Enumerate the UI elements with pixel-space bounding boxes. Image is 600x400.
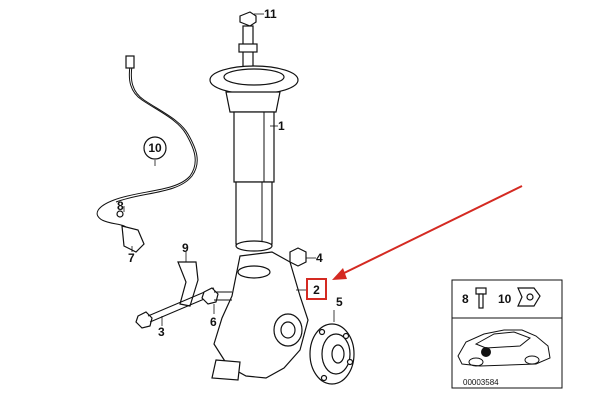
- top-nut: [239, 11, 257, 27]
- rod-collar: [238, 43, 258, 53]
- sensor-cable: [96, 65, 196, 233]
- screw-icon: [475, 287, 487, 309]
- inset-label-8: 8: [462, 292, 469, 306]
- screw-8: [116, 210, 124, 218]
- callout-6: 6: [210, 315, 217, 329]
- strut-body: [233, 111, 275, 183]
- sensor-head: [121, 225, 145, 253]
- callout-10-circle: [143, 136, 167, 160]
- bolt-6: [201, 287, 232, 305]
- red-arrow: [332, 185, 523, 280]
- highlight-box: [306, 278, 327, 300]
- clip-icon: [517, 287, 541, 307]
- inset-label-10: 10: [498, 292, 512, 306]
- diagram-number: 00003584: [463, 378, 499, 387]
- wheel-hub: [309, 323, 355, 385]
- cable-connector: [125, 55, 135, 69]
- inset-panel: 8 10 00003584: [451, 279, 563, 389]
- abs-sensor: [96, 55, 198, 253]
- bracket-9: [177, 261, 199, 307]
- callout-1: 1: [278, 119, 285, 133]
- callout-5: 5: [336, 295, 343, 309]
- callout-7: 7: [128, 251, 135, 265]
- dust-boot: [225, 91, 281, 113]
- leader-lines: [123, 13, 335, 326]
- location-marker-icon: [481, 347, 491, 357]
- steering-knuckle: [211, 251, 309, 381]
- nut-4: [289, 247, 307, 267]
- car-silhouette-icon: [457, 329, 551, 367]
- callout-9: 9: [182, 241, 189, 255]
- callout-8: 8: [117, 199, 124, 213]
- callout-4: 4: [316, 251, 323, 265]
- callout-10: 10: [148, 141, 162, 155]
- callout-2: 2: [313, 283, 320, 297]
- strut-assembly: [209, 11, 299, 252]
- callout-11: 11: [264, 7, 277, 21]
- callout-3: 3: [158, 325, 165, 339]
- strut-tube: [235, 181, 273, 245]
